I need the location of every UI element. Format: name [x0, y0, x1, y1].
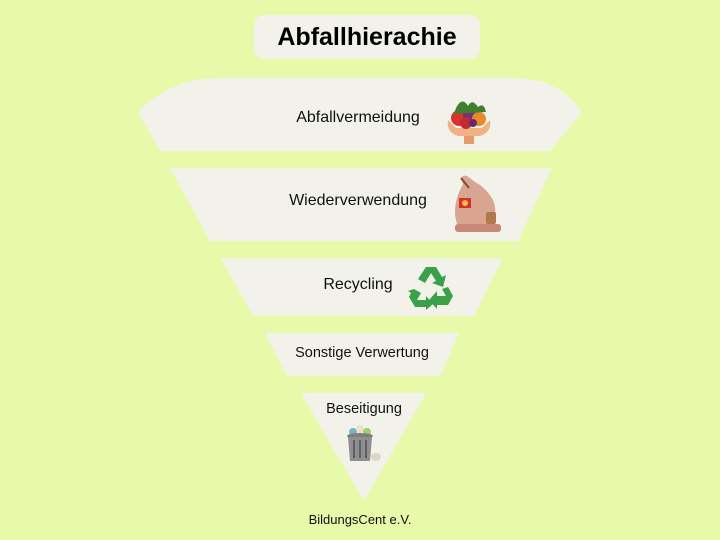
trash-can-icon: [347, 425, 381, 461]
recycle-icon: [408, 267, 453, 310]
level-2-band: [170, 168, 552, 241]
page-title: Abfallhierachie: [254, 15, 480, 59]
level-label-1: Abfallvermeidung: [296, 109, 420, 126]
level-label-3: Recycling: [323, 276, 393, 293]
footer-credit: BildungsCent e.V.: [308, 512, 412, 527]
hands-with-fruit-icon: [447, 101, 491, 144]
level-label-5: Beseitigung: [326, 401, 402, 417]
level-label-2: Wiederverwendung: [289, 192, 427, 209]
sack-icon: [455, 175, 501, 232]
level-label-4: Sonstige Verwertung: [295, 345, 429, 361]
level-4-band: [265, 333, 459, 376]
